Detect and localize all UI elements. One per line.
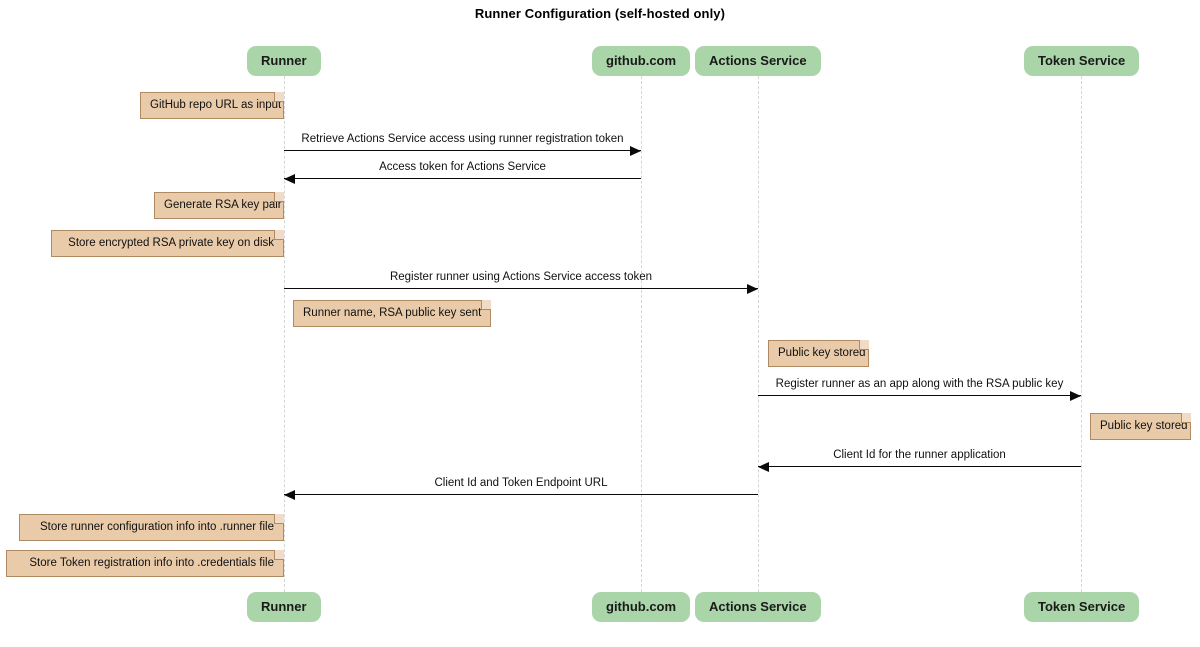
note-text: Generate RSA key pair: [164, 199, 282, 211]
note: Store Token registration info into .cred…: [6, 550, 284, 577]
note-fold-corner-icon: [481, 300, 491, 310]
lifeline-runner: [284, 76, 285, 592]
diagram-title: Runner Configuration (self-hosted only): [474, 6, 726, 21]
participant-runner-footer[interactable]: Runner: [247, 592, 321, 622]
participant-actions-header[interactable]: Actions Service: [695, 46, 821, 76]
note-text: GitHub repo URL as input: [150, 99, 282, 111]
note-text: Store runner configuration info into .ru…: [40, 521, 274, 533]
note-text: Store encrypted RSA private key on disk: [68, 237, 274, 249]
arrowhead-right-icon: [630, 146, 641, 156]
lifeline-github: [641, 76, 642, 592]
note: Store runner configuration info into .ru…: [19, 514, 284, 541]
participant-github-footer[interactable]: github.com: [592, 592, 691, 622]
message-label: Register runner using Actions Service ac…: [389, 271, 653, 283]
note-fold-corner-icon: [274, 192, 284, 202]
message-line: [284, 494, 758, 495]
arrowhead-left-icon: [284, 174, 295, 184]
note: Generate RSA key pair: [154, 192, 284, 219]
note-text: Public key stored: [778, 347, 866, 359]
lifeline-token: [1081, 76, 1082, 592]
note: Public key stored: [1090, 413, 1191, 440]
note-text: Public key stored: [1100, 420, 1188, 432]
message-label: Client Id for the runner application: [833, 449, 1006, 461]
participant-token-footer[interactable]: Token Service: [1024, 592, 1140, 622]
note: GitHub repo URL as input: [140, 92, 284, 119]
participant-github-header[interactable]: github.com: [592, 46, 691, 76]
note-fold-corner-icon: [274, 550, 284, 560]
arrowhead-right-icon: [747, 284, 758, 294]
message-line: [284, 288, 758, 289]
message-line: [284, 178, 641, 179]
participant-token-header[interactable]: Token Service: [1024, 46, 1140, 76]
message-label: Access token for Actions Service: [379, 161, 546, 173]
note-fold-corner-icon: [1181, 413, 1191, 423]
message-label: Retrieve Actions Service access using ru…: [301, 133, 624, 145]
note-fold-corner-icon: [274, 230, 284, 240]
note-fold-corner-icon: [859, 340, 869, 350]
participant-runner-header[interactable]: Runner: [247, 46, 321, 76]
note-fold-corner-icon: [274, 514, 284, 524]
note: Store encrypted RSA private key on disk: [51, 230, 284, 257]
note-fold-corner-icon: [274, 92, 284, 102]
note: Public key stored: [768, 340, 869, 367]
message-line: [758, 466, 1081, 467]
message-line: [284, 150, 641, 151]
arrowhead-left-icon: [758, 462, 769, 472]
arrowhead-left-icon: [284, 490, 295, 500]
note-text: Runner name, RSA public key sent: [303, 307, 482, 319]
message-line: [758, 395, 1081, 396]
message-label: Register runner as an app along with the…: [775, 378, 1064, 390]
message-label: Client Id and Token Endpoint URL: [434, 477, 608, 489]
note-text: Store Token registration info into .cred…: [29, 557, 274, 569]
lifeline-actions: [758, 76, 759, 592]
arrowhead-right-icon: [1070, 391, 1081, 401]
participant-actions-footer[interactable]: Actions Service: [695, 592, 821, 622]
note: Runner name, RSA public key sent: [293, 300, 491, 327]
